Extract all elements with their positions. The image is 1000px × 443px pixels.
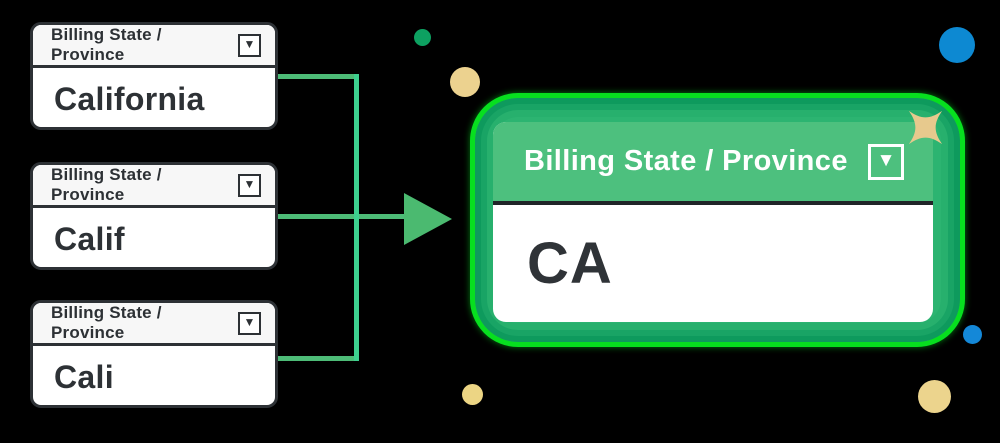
source-field-card-cali: Billing State / Province ▼ Cali: [30, 300, 278, 408]
connector-line-middle: [278, 214, 406, 219]
connector-line-bottom: [278, 356, 358, 361]
field-header: Billing State / Province ▼: [33, 165, 275, 208]
field-value: CA: [527, 231, 613, 296]
field-header: Billing State / Province ▼: [493, 122, 933, 205]
decor-dot-teal: [414, 29, 431, 46]
dropdown-icon[interactable]: ▼: [238, 311, 261, 335]
decor-dot-tan-bottom-right: [918, 380, 951, 413]
decor-dot-blue-large: [939, 27, 975, 63]
field-value: Calif: [54, 220, 125, 257]
field-label: Billing State / Province: [524, 145, 848, 177]
caret-down-icon: ▼: [243, 315, 256, 329]
field-input[interactable]: Cali: [33, 346, 275, 405]
connector-line-top: [278, 74, 358, 79]
caret-down-icon: ▼: [243, 177, 256, 191]
source-field-card-california: Billing State / Province ▼ California: [30, 22, 278, 130]
field-input[interactable]: California: [33, 68, 275, 127]
field-header: Billing State / Province ▼: [33, 303, 275, 346]
caret-down-icon: ▼: [876, 150, 896, 171]
field-label: Billing State / Province: [51, 25, 162, 64]
decor-dot-blue-small: [963, 325, 982, 344]
field-header: Billing State / Province ▼: [33, 25, 275, 68]
dropdown-icon[interactable]: ▼: [238, 173, 261, 197]
field-label: Billing State / Province: [51, 165, 162, 204]
field-input[interactable]: Calif: [33, 208, 275, 267]
caret-down-icon: ▼: [243, 37, 256, 51]
sparkle-star-icon: [892, 94, 958, 160]
field-value: Cali: [54, 358, 114, 395]
connector-merge-line: [354, 74, 359, 361]
field-label: Billing State / Province: [51, 303, 162, 342]
decor-dot-yellow-bottom: [462, 384, 483, 405]
dropdown-icon[interactable]: ▼: [238, 33, 261, 57]
field-input[interactable]: CA: [493, 205, 933, 322]
decor-dot-tan-top: [450, 67, 480, 97]
dropdown-icon[interactable]: ▼: [868, 143, 904, 180]
result-field-card-ca: Billing State / Province ▼ CA: [493, 122, 933, 322]
source-field-card-calif: Billing State / Province ▼ Calif: [30, 162, 278, 270]
arrow-right-icon: [404, 193, 452, 245]
field-value: California: [54, 80, 205, 117]
